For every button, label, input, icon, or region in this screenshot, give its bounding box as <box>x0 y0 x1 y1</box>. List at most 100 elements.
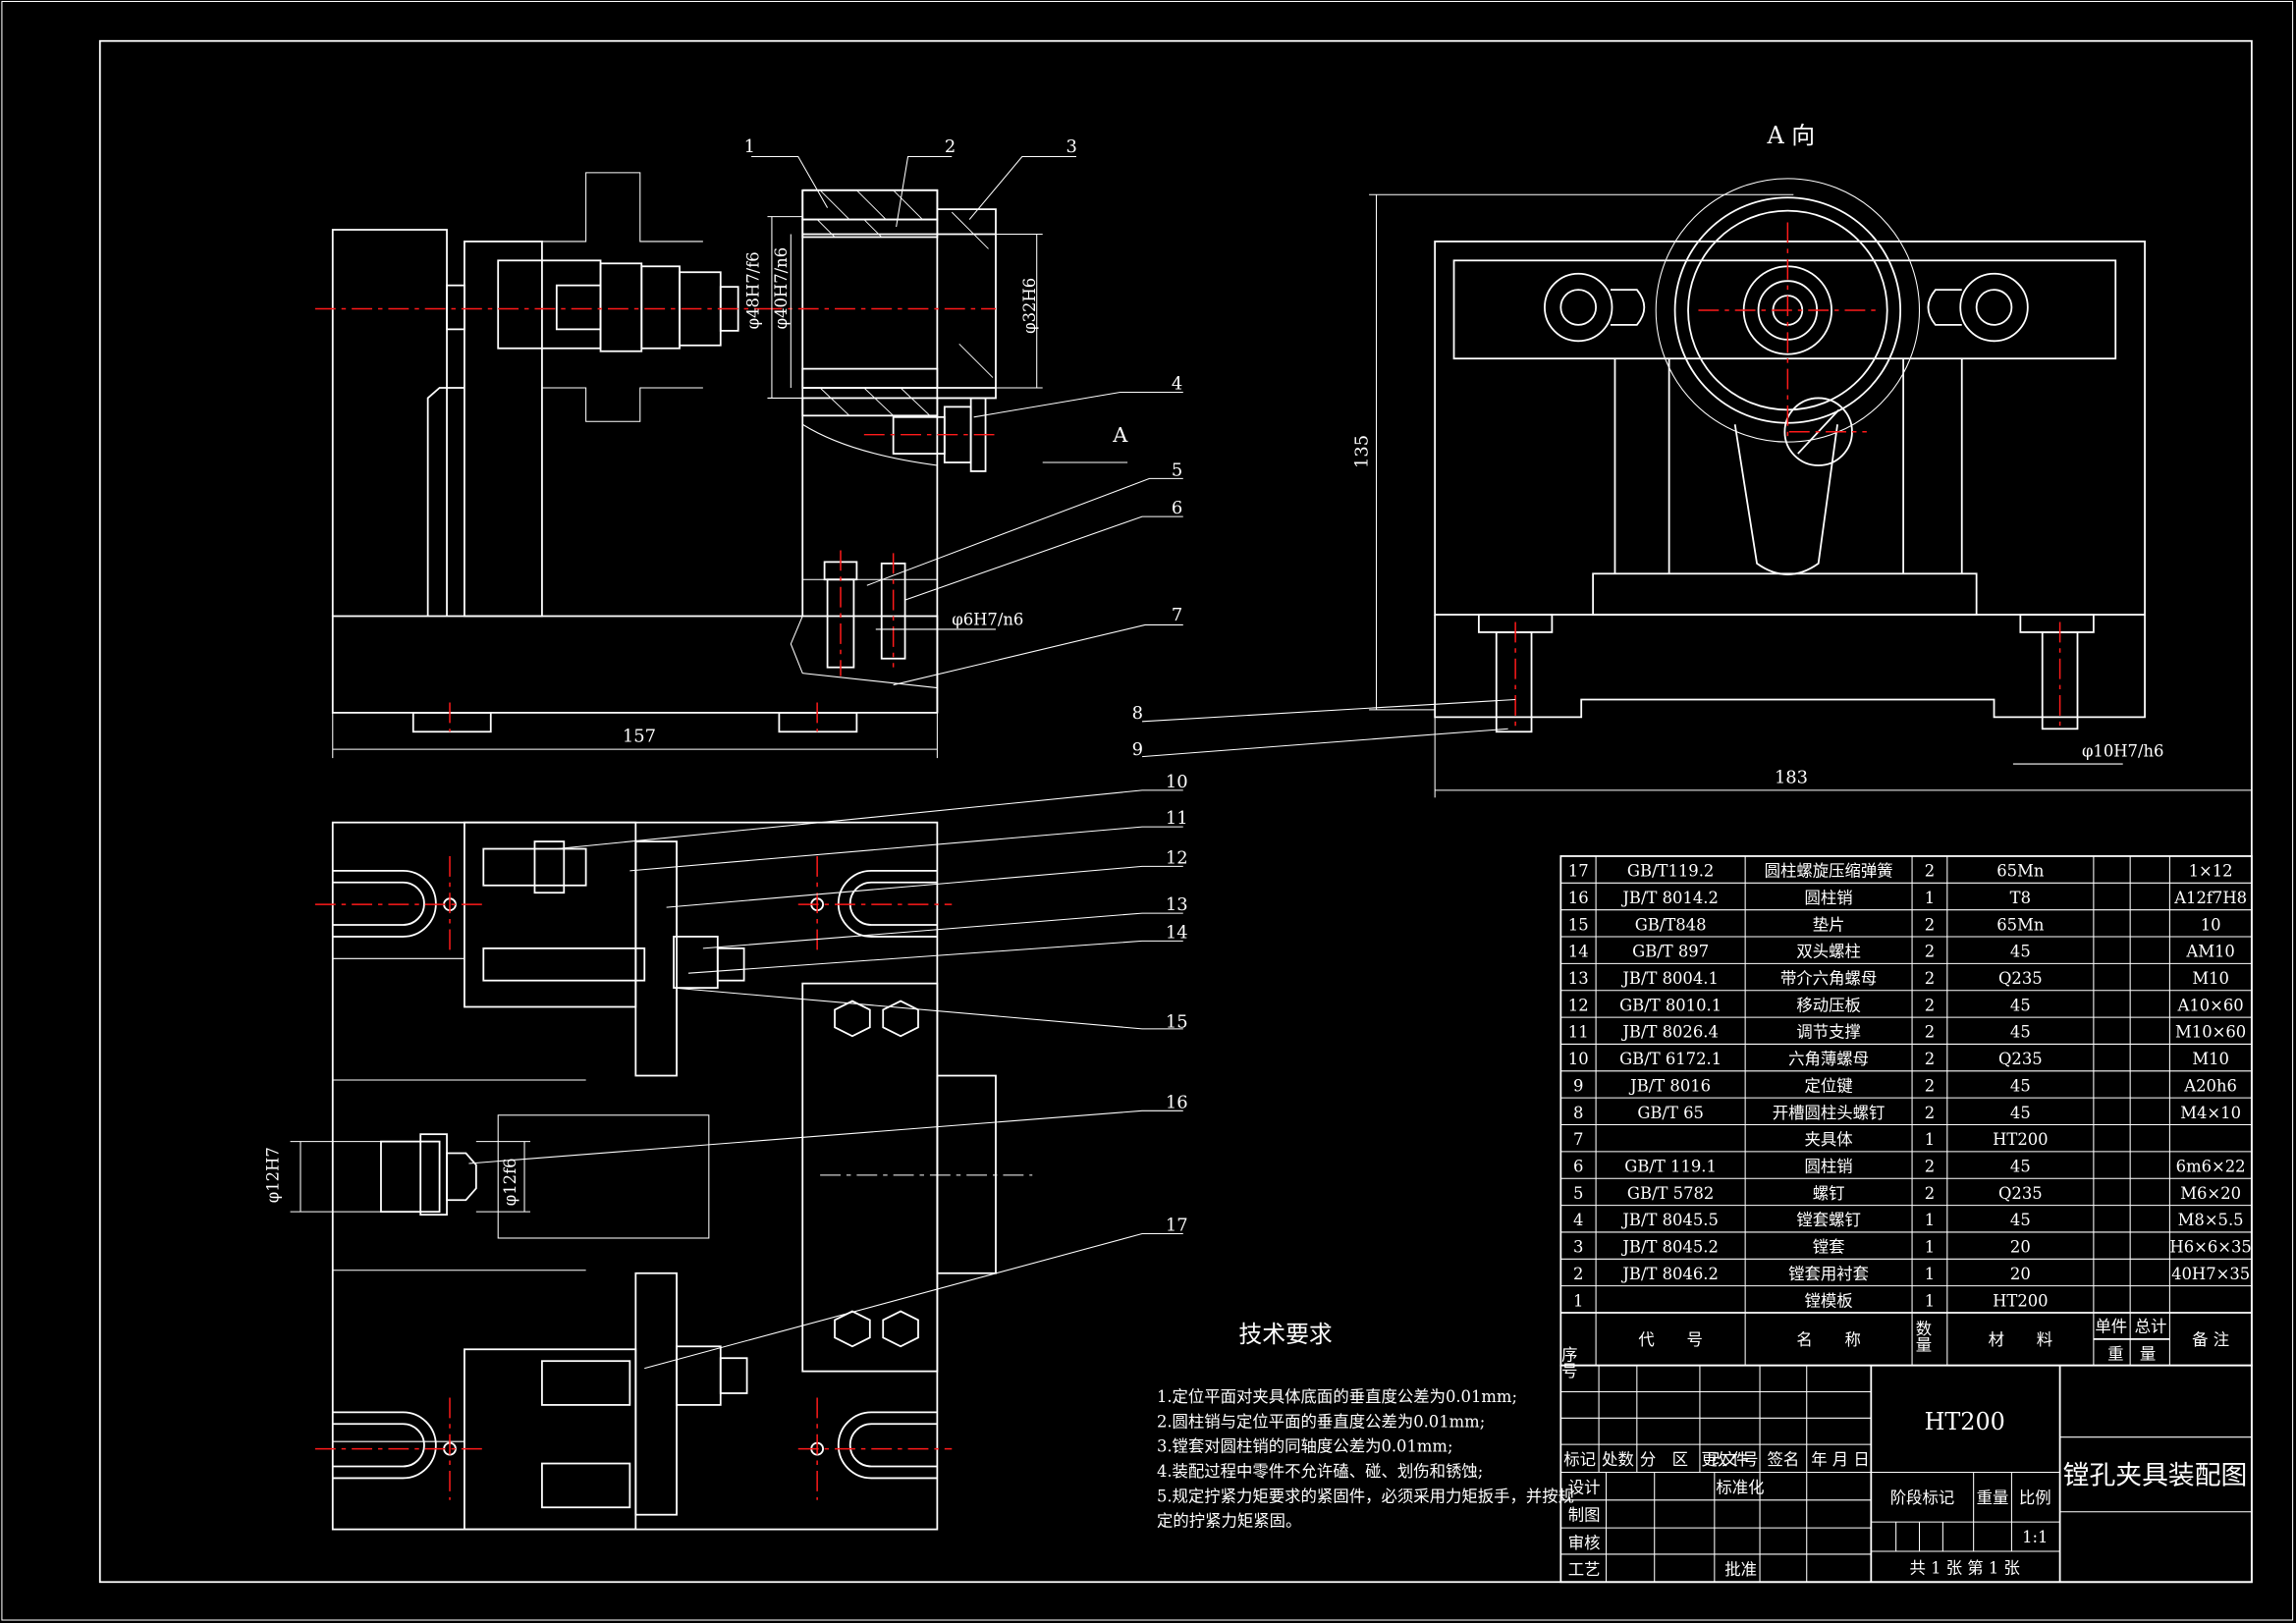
label-drafting: 制图 <box>1568 1506 1601 1525</box>
cell-no: 17 <box>1568 862 1589 881</box>
rev-header-doc: 更改文件号 <box>1701 1450 1758 1469</box>
cell-remark: 10 <box>2201 915 2221 934</box>
cell-remark: A12f7H8 <box>2173 889 2247 907</box>
cell-material: HT200 <box>1993 1130 2048 1149</box>
cell-no: 4 <box>1573 1211 1583 1229</box>
sheet-count: 共 1 张 第 1 张 <box>1910 1558 2020 1577</box>
cell-no: 9 <box>1573 1076 1583 1095</box>
inner-frame <box>98 39 2253 1584</box>
tech-req-item-5: 5.规定拧紧力矩要求的紧固件，必须采用力矩扳手，并按规 <box>1157 1487 1574 1505</box>
cell-remark: AM10 <box>2185 943 2234 961</box>
callout-4: 4 <box>1172 373 1182 394</box>
direction-marker-a: A <box>1112 423 1128 447</box>
cell-code: JB/T 8026.4 <box>1620 1023 1719 1042</box>
cell-material: 65Mn <box>1996 862 2045 881</box>
cell-code: JB/T 8045.2 <box>1620 1238 1719 1257</box>
cell-code: GB/T 8010.1 <box>1619 996 1722 1014</box>
tech-req-item-3: 3.镗套对圆柱销的同轴度公差为0.01mm; <box>1157 1437 1453 1456</box>
cell-name: 镗套螺钉 <box>1796 1211 1861 1229</box>
dim-d12: φ12H7 <box>264 1147 283 1203</box>
cell-material: 45 <box>2010 1076 2031 1095</box>
callout-8: 8 <box>1132 703 1143 724</box>
tech-req-title: 技术要求 <box>1238 1321 1332 1348</box>
cell-no: 15 <box>1568 915 1589 934</box>
dim-183: 183 <box>1775 767 1808 787</box>
cell-remark: M4×10 <box>2180 1104 2241 1122</box>
cell-no: 1 <box>1573 1291 1583 1310</box>
scale-value: 1:1 <box>2022 1528 2048 1546</box>
cell-no: 5 <box>1573 1184 1583 1203</box>
cell-material: 45 <box>2010 1023 2031 1042</box>
label-review: 审核 <box>1568 1534 1601 1552</box>
cell-no: 7 <box>1573 1130 1583 1149</box>
cell-material: 45 <box>2010 943 2031 961</box>
cell-qty: 1 <box>1925 1265 1935 1283</box>
cell-qty: 1 <box>1925 1211 1935 1229</box>
cell-name: 夹具体 <box>1805 1130 1853 1149</box>
cell-qty: 1 <box>1925 1130 1935 1149</box>
top-view <box>290 821 1033 1531</box>
cell-remark: M10×60 <box>2175 1023 2246 1042</box>
cell-name: 双头螺柱 <box>1796 943 1861 961</box>
dim-157: 157 <box>623 727 656 747</box>
callout-5: 5 <box>1172 460 1182 480</box>
cell-no: 16 <box>1568 889 1589 907</box>
tech-req-item-6: 定的拧紧力矩紧固。 <box>1157 1512 1301 1531</box>
parts-list-row: 7 夹具体 1 HT200 <box>1560 1123 2252 1149</box>
cell-name: 开槽圆柱头螺钉 <box>1773 1104 1886 1122</box>
rev-header-count: 处数 <box>1602 1450 1634 1469</box>
view-a <box>1369 178 2252 798</box>
callout-12: 12 <box>1166 847 1188 868</box>
cell-name: 移动压板 <box>1796 996 1861 1014</box>
front-section-view <box>314 172 1128 759</box>
cell-remark: M6×20 <box>2180 1184 2241 1203</box>
callout-17: 17 <box>1166 1216 1188 1236</box>
cell-no: 8 <box>1573 1104 1583 1122</box>
cell-remark: M8×5.5 <box>2178 1211 2244 1229</box>
cell-material: 65Mn <box>1996 915 2045 934</box>
callout-1: 1 <box>744 136 755 157</box>
dim-d48: φ48H7/f6 <box>744 251 763 329</box>
cell-no: 11 <box>1568 1023 1589 1042</box>
tech-req-item-2: 2.圆柱销与定位平面的垂直度公差为0.01mm; <box>1157 1412 1485 1431</box>
cell-remark: M10 <box>2192 1050 2229 1068</box>
rev-header-mark: 标记 <box>1563 1450 1596 1469</box>
cell-code: GB/T 6172.1 <box>1619 1050 1722 1068</box>
cell-no: 12 <box>1568 996 1589 1014</box>
view-a-label: A 向 <box>1766 122 1815 149</box>
header-no: 序号 <box>1558 1346 1577 1380</box>
label-weight: 重量 <box>1977 1488 2009 1507</box>
label-stage-mark: 阶段标记 <box>1890 1488 1955 1507</box>
cell-name: 圆柱螺旋压缩弹簧 <box>1765 862 1893 881</box>
cell-no: 10 <box>1568 1050 1589 1068</box>
dim-d40: φ40H7/n6 <box>772 247 791 329</box>
cell-name: 六角薄螺母 <box>1788 1050 1869 1068</box>
cell-material: Q235 <box>1998 969 2043 988</box>
title-block: 标记 处数 分 区 更改文件号 签名 年 月 日 设计 标准化 制图 审核 工艺… <box>1559 1364 2253 1584</box>
rev-header-zone: 分 区 <box>1640 1450 1688 1469</box>
dim-d12f6: φ12f6 <box>501 1158 519 1206</box>
callout-3: 3 <box>1066 136 1077 157</box>
callout-13: 13 <box>1166 894 1188 915</box>
dim-d32: φ32H6 <box>1020 278 1039 334</box>
cell-material: T8 <box>2010 889 2031 907</box>
cell-name: 调节支撑 <box>1796 1023 1861 1042</box>
cell-no: 13 <box>1568 969 1589 988</box>
cell-material: 45 <box>2010 1104 2031 1122</box>
rev-header-date: 年 月 日 <box>1811 1450 1870 1469</box>
cell-qty: 1 <box>1925 1238 1935 1257</box>
label-process: 工艺 <box>1568 1560 1601 1579</box>
drawing-name: 镗孔夹具装配图 <box>2063 1460 2248 1490</box>
cell-code: JB/T 8016 <box>1628 1076 1711 1095</box>
cell-name: 圆柱销 <box>1805 1158 1853 1176</box>
label-approve: 批准 <box>1724 1560 1757 1579</box>
